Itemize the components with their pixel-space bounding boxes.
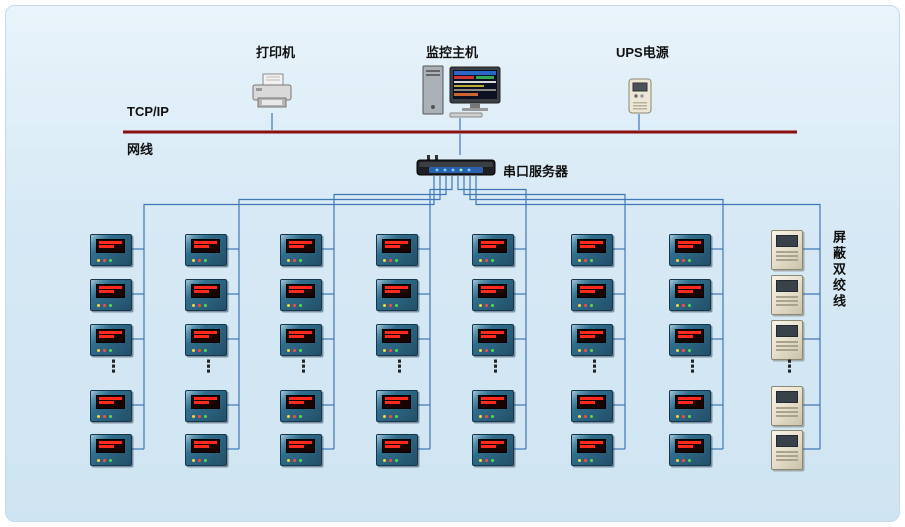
serial-server-icon: [415, 154, 497, 183]
power-meter: [280, 279, 322, 311]
power-meter: [280, 390, 322, 422]
power-meter: [571, 279, 613, 311]
power-meter: [571, 234, 613, 266]
power-meter: [472, 234, 514, 266]
column-ellipsis: ⋮: [684, 357, 701, 376]
printer-icon: [248, 72, 296, 119]
power-meter: [472, 279, 514, 311]
power-meter: [376, 234, 418, 266]
power-meter: [90, 234, 132, 266]
power-meter: [472, 324, 514, 356]
power-meter: [571, 390, 613, 422]
power-meter: [669, 279, 711, 311]
column-ellipsis: ⋮: [295, 357, 312, 376]
power-meter: [280, 324, 322, 356]
power-meter: [669, 390, 711, 422]
monitoring-host-icon: [420, 63, 504, 124]
power-meter: [280, 234, 322, 266]
ups-label: UPS电源: [616, 45, 669, 60]
power-meter: [669, 324, 711, 356]
ups-icon: [627, 77, 653, 120]
power-meter: [669, 434, 711, 466]
host-label: 监控主机: [426, 45, 479, 60]
power-meter: [90, 324, 132, 356]
column-ellipsis: ⋮: [105, 357, 122, 376]
power-meter: [185, 279, 227, 311]
tcpip-label: TCP/IP: [127, 104, 169, 119]
column-ellipsis: ⋮: [200, 357, 217, 376]
power-meter: [472, 434, 514, 466]
netline-label: 网线: [127, 142, 154, 157]
power-meter: [90, 279, 132, 311]
power-meter: [376, 434, 418, 466]
column-ellipsis: ⋮: [487, 357, 504, 376]
power-meter: [185, 434, 227, 466]
power-meter: [90, 434, 132, 466]
power-meter: [376, 324, 418, 356]
protection-relay: [771, 430, 803, 470]
protection-relay: [771, 230, 803, 270]
power-meter: [669, 234, 711, 266]
column-ellipsis: ⋮: [391, 357, 408, 376]
power-meter: [571, 324, 613, 356]
power-meter: [280, 434, 322, 466]
power-meter: [185, 234, 227, 266]
power-meter: [90, 390, 132, 422]
power-meter: [185, 390, 227, 422]
power-meter: [376, 390, 418, 422]
power-meter: [472, 390, 514, 422]
column-ellipsis: ⋮: [586, 357, 603, 376]
printer-label: 打印机: [256, 45, 296, 60]
protection-relay: [771, 275, 803, 315]
power-meter: [185, 324, 227, 356]
power-meter: [376, 279, 418, 311]
protection-relay: [771, 386, 803, 426]
protection-relay: [771, 320, 803, 360]
serial-server-label: 串口服务器: [503, 164, 569, 179]
power-meter: [571, 434, 613, 466]
column-ellipsis: ⋮: [781, 357, 798, 376]
shielded-pair-label: 屏蔽双绞线: [831, 230, 846, 310]
